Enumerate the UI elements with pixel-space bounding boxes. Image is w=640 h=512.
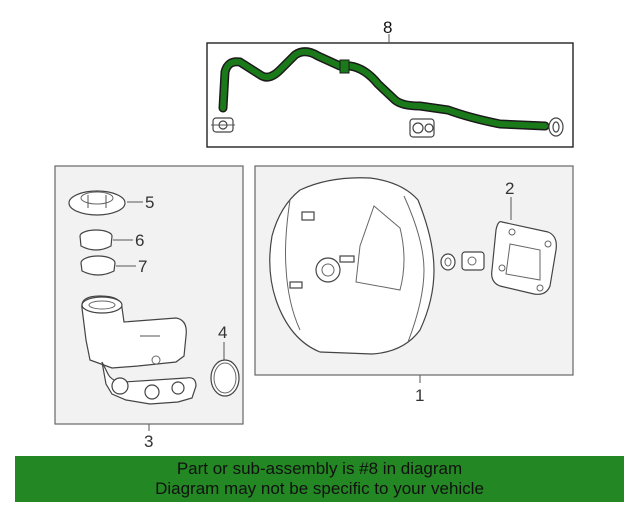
reservoir-seal (80, 255, 116, 276)
vacuum-hose[interactable] (218, 47, 550, 131)
brake-booster (269, 177, 435, 355)
master-cylinder (81, 295, 197, 405)
reservoir-cap (68, 190, 126, 216)
callout-5: 5 (145, 193, 154, 212)
callout-4: 4 (218, 323, 227, 342)
booster-gasket (491, 221, 557, 295)
callout-1: 1 (415, 386, 424, 405)
hose-clamp-right (548, 117, 564, 137)
callout-2: 2 (505, 179, 514, 198)
valve-grommet (440, 253, 456, 271)
hose-joint (339, 59, 350, 74)
filter-screen (79, 229, 113, 251)
hose-clamp-left (211, 117, 235, 133)
booster-check-valve (461, 251, 485, 271)
info-banner: Part or sub-assembly is #8 in diagram Di… (15, 456, 624, 502)
o-ring (210, 359, 240, 397)
callout-6: 6 (135, 231, 144, 250)
callout-7: 7 (138, 257, 147, 276)
booster-stud (339, 255, 355, 263)
callout-8: 8 (383, 18, 392, 37)
callout-3: 3 (144, 432, 153, 451)
banner-line-1: Part or sub-assembly is #8 in diagram (176, 459, 463, 478)
banner-line-2: Diagram may not be specific to your vehi… (155, 479, 484, 498)
parts-diagram: 8 3 5 6 7 (54, 18, 574, 451)
check-valve (409, 118, 435, 138)
